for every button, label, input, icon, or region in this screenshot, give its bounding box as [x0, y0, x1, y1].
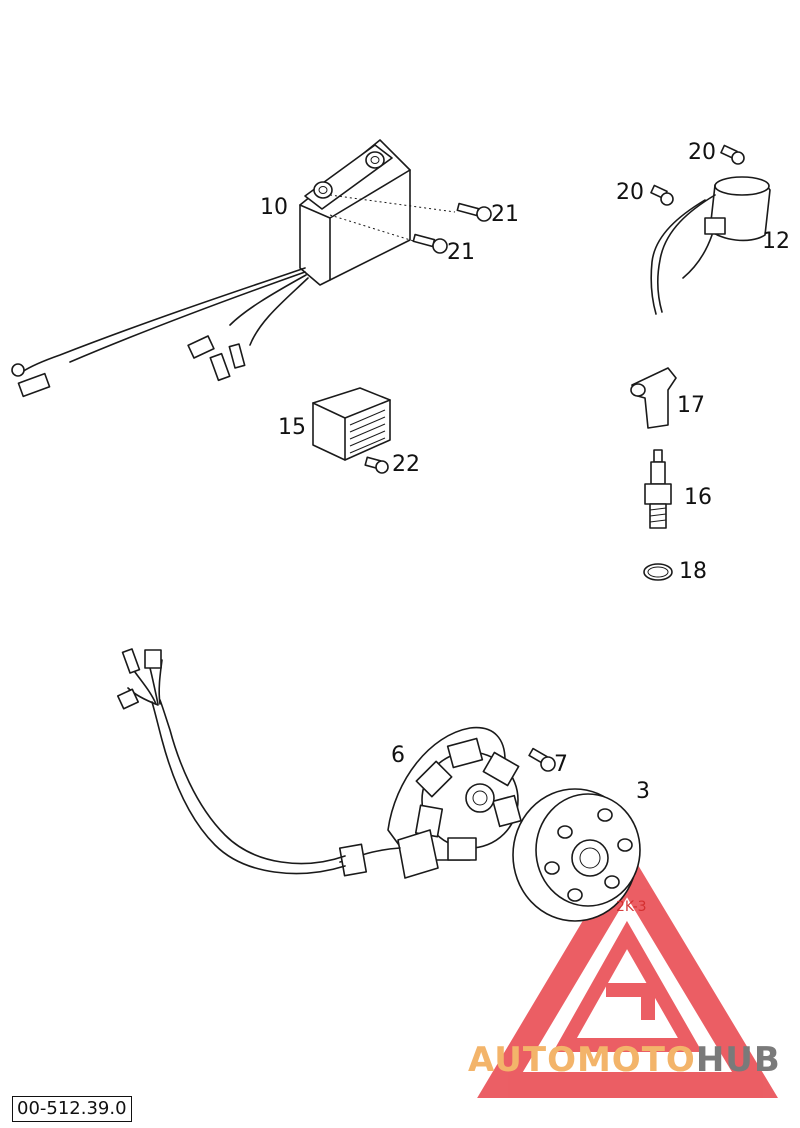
cdi-unit-part-10 — [11, 139, 456, 398]
watermark-label: 2K-3 — [616, 899, 647, 915]
watermark-logo — [477, 846, 778, 1098]
screw-7 — [528, 747, 556, 772]
watermark-brand-part2: HUB — [695, 1040, 781, 1080]
screw-20-lower — [650, 184, 674, 206]
callout-21-upper: 21 — [491, 202, 519, 227]
callout-18: 18 — [679, 559, 707, 584]
watermark-brand-text: AUTOMOTOHUB — [468, 1043, 781, 1077]
ignition-coil-part-12 — [650, 176, 771, 315]
stator-part-6 — [116, 648, 522, 879]
callout-22: 22 — [392, 452, 420, 477]
callout-12: 12 — [762, 229, 790, 254]
spark-plug-part-16 — [644, 449, 672, 529]
callout-20-lower: 20 — [616, 180, 644, 205]
drawing-number: 00-512.39.0 — [12, 1096, 132, 1122]
stator-windings — [414, 737, 522, 861]
watermark-brand-part1: AUTOMOTO — [468, 1040, 696, 1080]
callout-21-lower: 21 — [447, 240, 475, 265]
screw-21-lower — [412, 233, 448, 254]
callout-20-upper: 20 — [688, 140, 716, 165]
callout-7: 7 — [554, 752, 568, 777]
callout-10: 10 — [260, 195, 288, 220]
screw-22 — [364, 456, 389, 474]
voltage-regulator-part-15 — [312, 387, 391, 461]
screw-20-upper — [720, 144, 745, 165]
callout-6: 6 — [391, 743, 405, 768]
screw-21-upper — [456, 202, 492, 222]
spark-plug-cap-part-17 — [630, 367, 677, 429]
callout-15: 15 — [278, 415, 306, 440]
callout-3: 3 — [636, 779, 650, 804]
flywheel-rotor-part-3 — [512, 788, 641, 922]
sealing-ring-part-18 — [643, 563, 673, 581]
callout-16: 16 — [684, 485, 712, 510]
callout-17: 17 — [677, 393, 705, 418]
